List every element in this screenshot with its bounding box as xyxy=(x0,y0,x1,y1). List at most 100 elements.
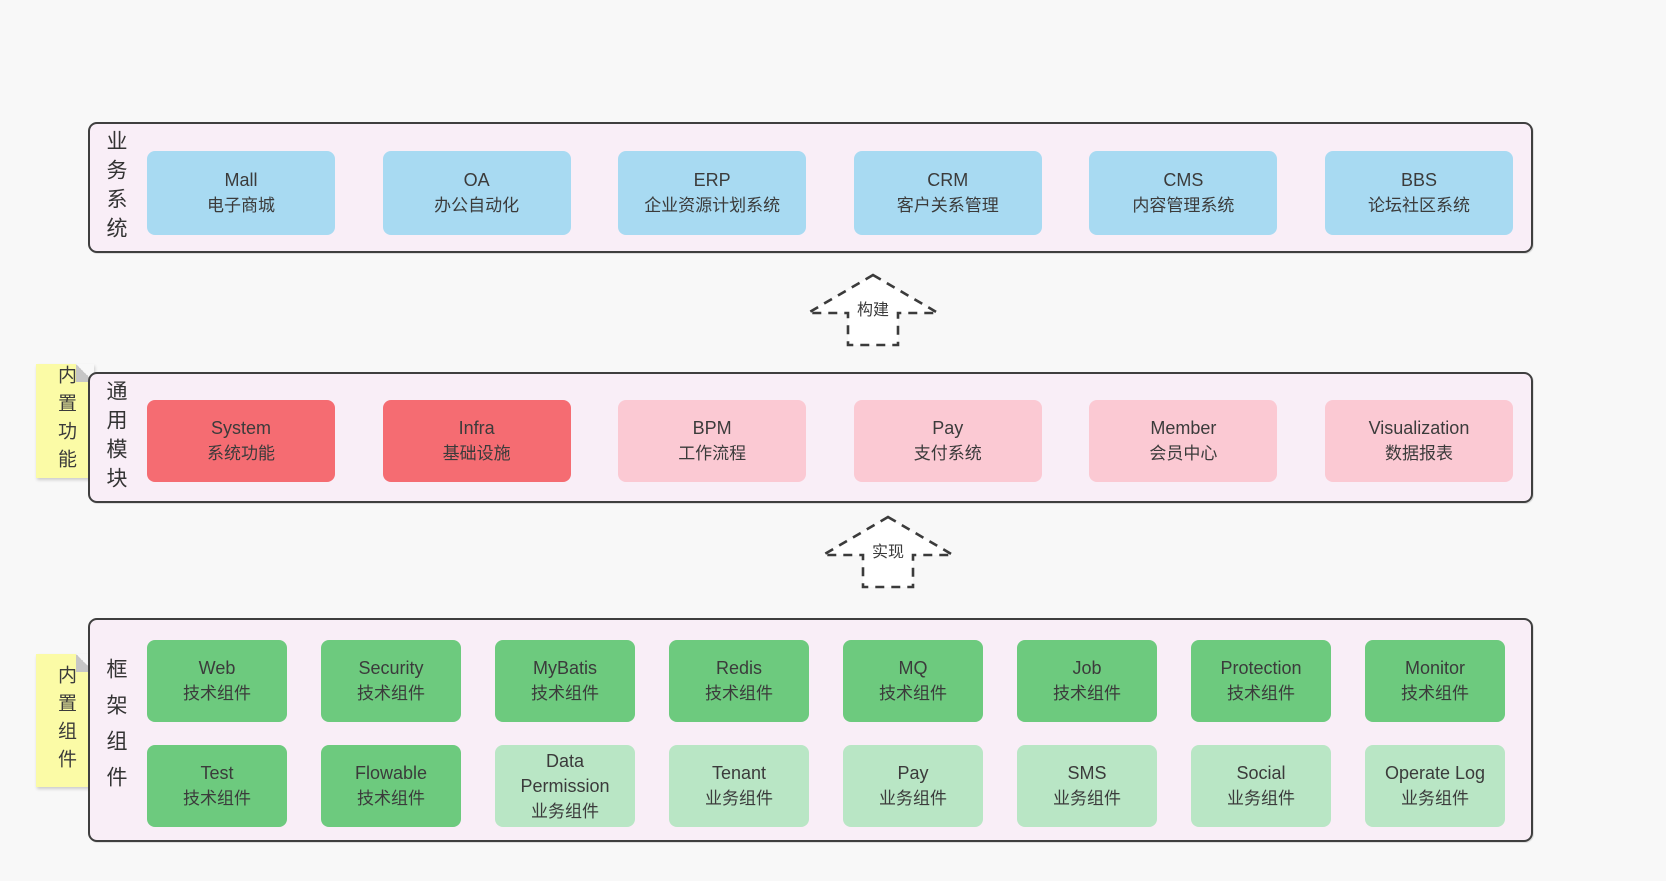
band-label-business-systems: 业务系统 xyxy=(104,129,127,246)
sticky-note-builtin-features: 内置功能 xyxy=(36,364,94,478)
box-oa: OA 办公自动化 xyxy=(382,151,571,235)
box-subtitle: 业务组件 xyxy=(1053,789,1121,808)
band-label-common-modules: 通用模块 xyxy=(104,379,127,496)
box-subtitle: 技术组件 xyxy=(357,789,425,808)
box-title: ERP xyxy=(693,170,731,190)
box-subtitle: 技术组件 xyxy=(183,684,251,703)
box-title: Infra xyxy=(458,418,495,438)
box-member: Member 会员中心 xyxy=(1089,400,1278,482)
box-subtitle: 业务组件 xyxy=(879,789,947,808)
box-title: Pay xyxy=(897,763,929,783)
box-title: Flowable xyxy=(354,763,428,783)
box-subtitle: 论坛社区系统 xyxy=(1367,196,1470,215)
box-infra: Infra 基础设施 xyxy=(382,400,571,482)
box-visualization: Visualization 数据报表 xyxy=(1324,400,1513,482)
box-subtitle: 技术组件 xyxy=(531,684,599,703)
box-crm: CRM 客户关系管理 xyxy=(853,151,1042,235)
box-bbs: BBS 论坛社区系统 xyxy=(1324,151,1513,235)
box-cms: CMS 内容管理系统 xyxy=(1089,151,1278,235)
box-subtitle: 基础设施 xyxy=(442,444,511,463)
box-title: Pay xyxy=(932,418,964,438)
box-pay-component: Pay 业务组件 xyxy=(843,745,983,827)
box-erp: ERP 企业资源计划系统 xyxy=(618,151,807,235)
box-subtitle: 技术组件 xyxy=(357,684,425,703)
box-web: Web 技术组件 xyxy=(147,640,287,722)
box-title: Data Permission xyxy=(520,750,610,796)
box-title: System xyxy=(210,418,271,438)
implement-arrow-label: 实现 xyxy=(868,542,908,564)
box-tenant: Tenant 业务组件 xyxy=(669,745,809,827)
box-bpm: BPM 工作流程 xyxy=(618,400,807,482)
box-mybatis: MyBatis 技术组件 xyxy=(495,640,635,722)
box-subtitle: 技术组件 xyxy=(1227,684,1295,703)
box-title: Web xyxy=(198,658,236,678)
box-pay-system: Pay 支付系统 xyxy=(853,400,1042,482)
sticky-note-text: 内置组件 xyxy=(55,664,76,777)
box-data-permission: Data Permission 业务组件 xyxy=(495,745,635,827)
common-modules-row: System 系统功能 Infra 基础设施 BPM 工作流程 Pay 支付系统… xyxy=(147,400,1513,482)
box-redis: Redis 技术组件 xyxy=(669,640,809,722)
box-test: Test 技术组件 xyxy=(147,745,287,827)
box-title: MyBatis xyxy=(532,658,597,678)
box-subtitle: 技术组件 xyxy=(705,684,773,703)
box-title: Operate Log xyxy=(1384,763,1486,783)
framework-components-row-2: Test 技术组件 Flowable 技术组件 Data Permission … xyxy=(147,745,1505,827)
sticky-note-text: 内置功能 xyxy=(55,365,76,477)
box-subtitle: 业务组件 xyxy=(531,801,599,821)
box-title: MQ xyxy=(898,658,928,678)
box-subtitle: 支付系统 xyxy=(913,444,982,463)
band-label-framework-components: 框架组件 xyxy=(104,658,127,802)
box-title: Security xyxy=(358,658,424,678)
box-title: SMS xyxy=(1067,763,1107,783)
box-title: Monitor xyxy=(1404,658,1466,678)
box-subtitle: 内容管理系统 xyxy=(1132,196,1235,215)
box-monitor: Monitor 技术组件 xyxy=(1365,640,1505,722)
box-system: System 系统功能 xyxy=(147,400,335,482)
box-subtitle: 办公自动化 xyxy=(434,196,520,215)
box-title: BPM xyxy=(692,418,732,438)
box-job: Job 技术组件 xyxy=(1017,640,1157,722)
box-subtitle: 技术组件 xyxy=(183,789,251,808)
box-mall: Mall 电子商城 xyxy=(147,151,335,235)
box-title: CMS xyxy=(1163,170,1204,190)
box-title: Visualization xyxy=(1368,418,1470,438)
box-title: Member xyxy=(1150,418,1217,438)
box-subtitle: 业务组件 xyxy=(1401,789,1469,808)
box-subtitle: 企业资源计划系统 xyxy=(644,196,781,215)
box-subtitle: 工作流程 xyxy=(678,444,747,463)
box-title: OA xyxy=(463,170,490,190)
box-subtitle: 技术组件 xyxy=(1401,684,1469,703)
box-social: Social 业务组件 xyxy=(1191,745,1331,827)
box-title: Redis xyxy=(715,658,763,678)
build-arrow-icon: 构建 xyxy=(805,272,941,348)
implement-arrow-icon: 实现 xyxy=(820,514,956,590)
box-title: BBS xyxy=(1400,170,1437,190)
framework-components-row-1: Web 技术组件 Security 技术组件 MyBatis 技术组件 Redi… xyxy=(147,640,1505,722)
box-subtitle: 数据报表 xyxy=(1384,444,1453,463)
box-title: Tenant xyxy=(711,763,767,783)
box-subtitle: 业务组件 xyxy=(1227,789,1295,808)
box-title: CRM xyxy=(927,170,969,190)
box-title: Job xyxy=(1072,658,1102,678)
box-subtitle: 业务组件 xyxy=(705,789,773,808)
box-subtitle: 技术组件 xyxy=(879,684,947,703)
box-mq: MQ 技术组件 xyxy=(843,640,983,722)
band-business-systems: 业务系统 Mall 电子商城 OA 办公自动化 ERP 企业资源计划系统 CRM… xyxy=(88,122,1533,253)
box-operate-log: Operate Log 业务组件 xyxy=(1365,745,1505,827)
box-subtitle: 会员中心 xyxy=(1149,444,1218,463)
box-title: Protection xyxy=(1220,658,1302,678)
box-subtitle: 电子商城 xyxy=(207,196,275,215)
box-title: Test xyxy=(200,763,234,783)
box-subtitle: 系统功能 xyxy=(207,444,275,463)
band-common-modules: 通用模块 System 系统功能 Infra 基础设施 BPM 工作流程 Pay… xyxy=(88,372,1533,503)
box-subtitle: 技术组件 xyxy=(1053,684,1121,703)
build-arrow-label: 构建 xyxy=(853,300,893,322)
box-title: Mall xyxy=(224,170,258,190)
box-subtitle: 客户关系管理 xyxy=(896,196,999,215)
sticky-note-builtin-components: 内置组件 xyxy=(36,654,94,787)
box-security: Security 技术组件 xyxy=(321,640,461,722)
business-systems-row: Mall 电子商城 OA 办公自动化 ERP 企业资源计划系统 CRM 客户关系… xyxy=(147,151,1513,235)
box-protection: Protection 技术组件 xyxy=(1191,640,1331,722)
band-framework-components: 框架组件 Web 技术组件 Security 技术组件 MyBatis 技术组件… xyxy=(88,618,1533,842)
